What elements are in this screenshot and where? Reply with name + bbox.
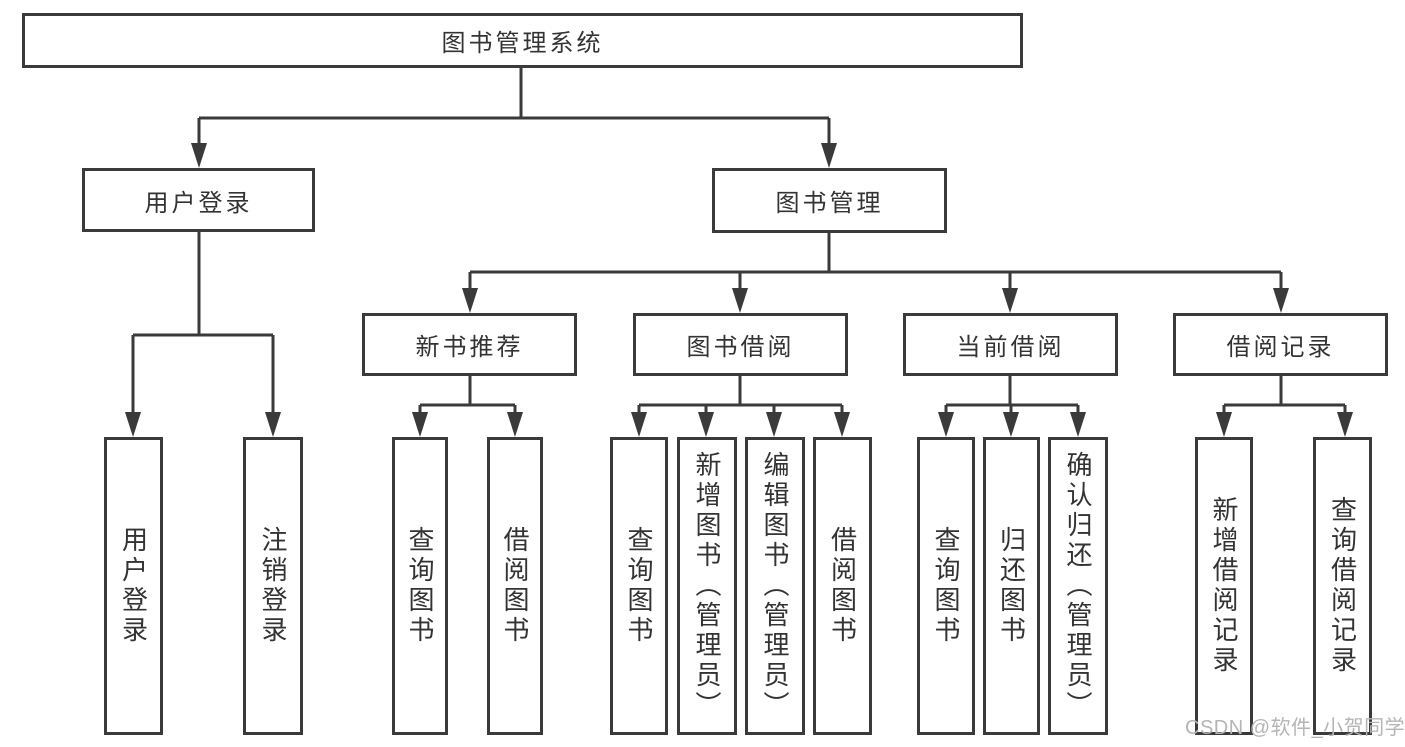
node-label: 归还图书: [996, 526, 1027, 646]
node-label: 借阅记录: [1226, 334, 1335, 361]
node-label: 图书管理: [775, 190, 884, 217]
node-query-books-recommend: 查询图书: [392, 437, 448, 735]
arrowhead-icon: [1273, 288, 1289, 313]
node-return-books: 归还图书: [983, 437, 1040, 735]
node-borrow-books-leaf: 借阅图书: [813, 437, 872, 735]
node-book-borrowing: 图书借阅: [633, 313, 848, 376]
node-new-book-recommend: 新书推荐: [362, 313, 577, 376]
arrowhead-icon: [1002, 288, 1018, 313]
arrowhead-icon: [698, 412, 714, 437]
node-label: 新增借阅记录: [1209, 496, 1239, 676]
node-query-books-borrowing: 查询图书: [610, 437, 668, 735]
csdn-watermark: CSDN @软件_小贺同学: [1185, 717, 1405, 739]
node-query-borrow-record: 查询借阅记录: [1313, 437, 1372, 735]
node-label: 用户登录: [144, 189, 253, 217]
node-label: 借阅图书: [827, 526, 858, 646]
arrowhead-icon: [1216, 412, 1232, 437]
node-label: 查询借阅记录: [1327, 496, 1358, 676]
node-label: 查询图书: [624, 526, 654, 646]
arrowhead-icon: [766, 412, 782, 437]
node-label: 编辑图书（管理员）: [760, 451, 790, 721]
arrowhead-icon: [462, 288, 478, 313]
node-label: 图书借阅: [686, 334, 795, 361]
node-add-borrow-record: 新增借阅记录: [1195, 437, 1253, 735]
node-user-login-leaf: 用户登录: [104, 437, 163, 735]
node-label: 查询图书: [931, 526, 961, 646]
arrowhead-icon: [631, 412, 647, 437]
tree-branch-lines: [133, 68, 1345, 407]
node-borrowing-records: 借阅记录: [1173, 313, 1388, 376]
node-confirm-return-admin: 确认归还（管理员）: [1048, 437, 1108, 735]
node-book-management: 图书管理: [712, 168, 947, 233]
node-label: 注销登录: [258, 526, 288, 646]
arrowhead-icon: [732, 288, 748, 313]
arrowhead-icon: [1003, 412, 1019, 437]
node-label: 借阅图书: [500, 526, 530, 646]
node-add-books-admin: 新增图书（管理员）: [677, 437, 737, 735]
node-logout: 注销登录: [243, 437, 303, 735]
node-current-borrowing: 当前借阅: [903, 313, 1118, 376]
arrowhead-icon: [507, 412, 523, 437]
node-label: 查询图书: [405, 526, 435, 646]
arrowhead-icon: [1070, 412, 1086, 437]
node-label: 当前借阅: [956, 334, 1065, 361]
node-label: 新增图书（管理员）: [692, 451, 722, 721]
arrowhead-icon: [938, 412, 954, 437]
node-book-management-system: 图书管理系统: [22, 13, 1023, 68]
arrowhead-icon: [821, 143, 837, 168]
arrowhead-icon: [834, 412, 850, 437]
node-label: 用户登录: [118, 526, 149, 646]
arrowhead-icon: [191, 143, 207, 168]
arrowhead-icon: [125, 412, 141, 437]
node-borrow-books-recommend: 借阅图书: [487, 437, 543, 735]
arrowhead-icon: [1337, 412, 1353, 437]
node-edit-books-admin: 编辑图书（管理员）: [745, 437, 805, 735]
arrowhead-icon: [412, 412, 428, 437]
node-user-login: 用户登录: [82, 168, 315, 232]
node-label: 确认归还（管理员）: [1063, 451, 1093, 721]
node-label: 新书推荐: [415, 334, 524, 361]
node-query-books-current: 查询图书: [917, 437, 975, 735]
arrowhead-icon: [265, 412, 281, 437]
node-label: 图书管理系统: [441, 30, 604, 57]
